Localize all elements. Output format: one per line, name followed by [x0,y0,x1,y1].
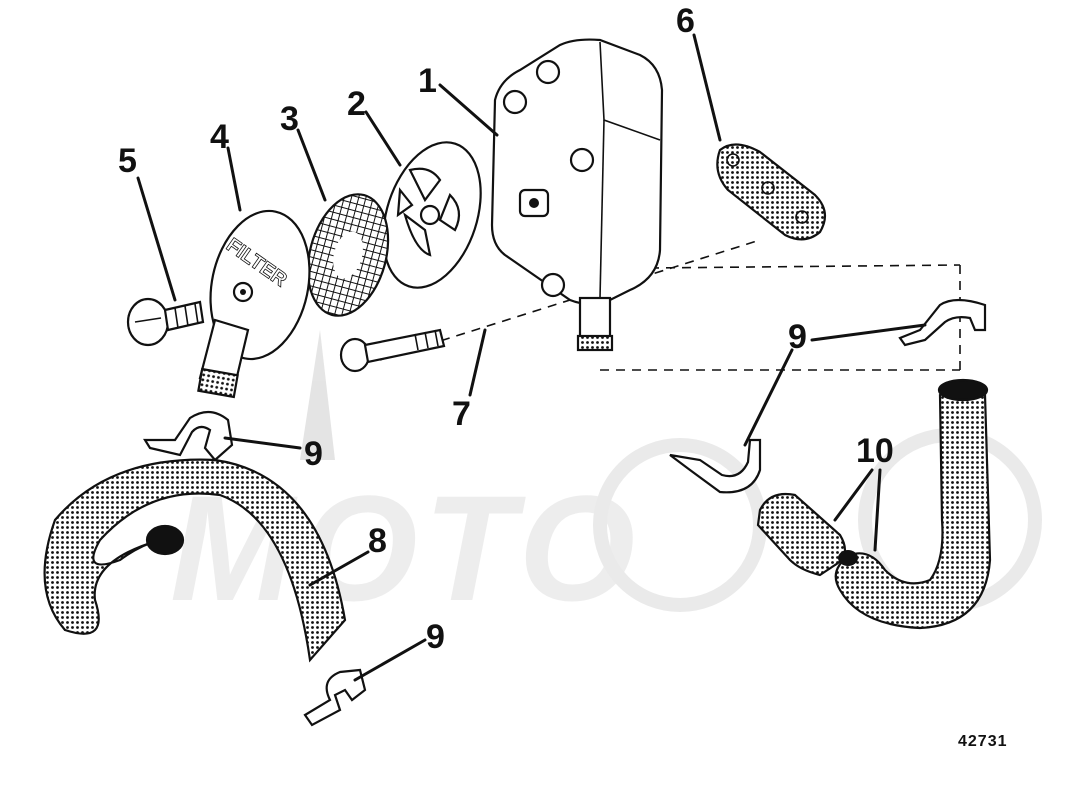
callout-3: 3 [280,100,299,138]
leader-line-3 [296,128,327,202]
figure-number: 42731 [958,733,1008,750]
leader-line-7 [468,328,487,397]
callout-7: 7 [452,395,471,433]
pump-mounting-bolt [339,328,446,373]
leader-line-2 [364,110,402,167]
callout-5: 5 [118,142,137,180]
leader-line-5 [136,176,177,302]
fuel-hose-short [756,492,847,577]
assembly-line-top [649,264,961,269]
hose-clamp-upper-right [898,298,987,347]
callout-9-right: 9 [788,318,807,356]
leader-line-6 [692,33,722,142]
watermark: MOTO [170,330,1042,632]
gasket [716,143,827,241]
leader-line-1 [438,83,499,137]
callout-4: 4 [210,118,229,156]
callout-2: 2 [347,85,366,123]
filter-cover-plate [382,141,482,289]
callout-1: 1 [418,62,437,100]
leader-lines [136,33,927,682]
fuel-pump-body [490,38,664,352]
callout-labels: 1 2 3 4 5 6 7 8 9 9 9 10 [118,2,894,656]
fuel-hose-long [43,458,347,663]
leader-line-8 [308,550,370,587]
leader-line-9c [353,638,427,682]
callout-10: 10 [856,432,894,470]
filter-screen [306,193,390,317]
leader-line-9b [223,436,302,450]
filter-cap: FILTER [197,209,311,399]
leader-line-10b [873,468,882,552]
fuel-hose-elbow [834,378,992,630]
callout-9-bottom: 9 [426,618,445,656]
hose-clamp-middle-right [669,438,762,494]
callout-8: 8 [368,522,387,560]
hose-clamp-upper-left [143,410,234,462]
callout-6: 6 [676,2,695,40]
assembly-lines [379,239,961,371]
leader-line-4 [226,146,242,212]
hose-clamp-lower [303,668,367,727]
filter-screw [126,297,205,347]
watermark-tower [300,330,335,460]
leader-line-10a [833,468,874,522]
leader-line-9a [810,323,927,342]
callout-9-left: 9 [304,435,323,473]
leader-line-9a-second [743,348,794,447]
